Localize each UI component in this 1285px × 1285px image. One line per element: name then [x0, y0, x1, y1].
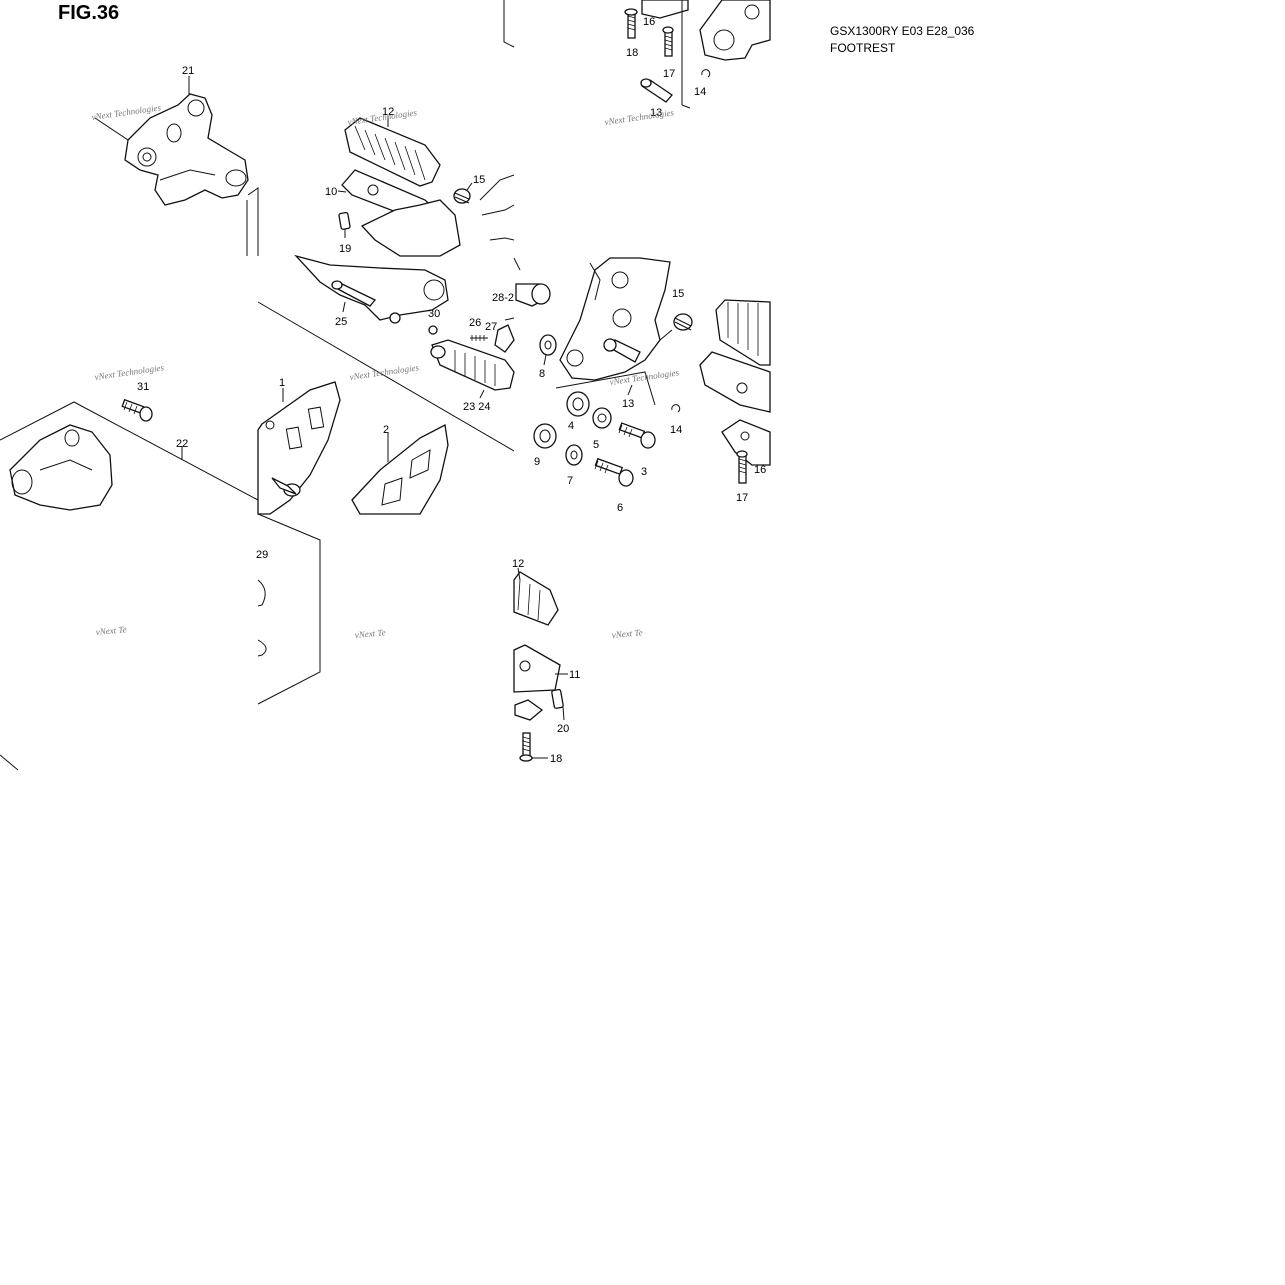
callout-28: 28-2 — [492, 292, 514, 304]
footrest-bracket-21 — [94, 93, 249, 206]
callout-3: 3 — [641, 466, 647, 478]
callout-17-mid: 17 — [736, 492, 748, 504]
bolt-6 — [594, 457, 634, 487]
callout-14-mid: 14 — [670, 424, 682, 436]
model-code: GSX1300RY E03 E28_036 — [830, 24, 975, 38]
callout-31: 31 — [137, 381, 149, 393]
callout-20: 20 — [557, 723, 569, 735]
watermark-text: vNext Technologies — [604, 107, 675, 127]
bolt-18-bottom — [519, 732, 533, 762]
callout-15-top: 15 — [473, 174, 485, 186]
callout-23-24: 23 24 — [463, 401, 491, 413]
section-name: FOOTREST — [830, 41, 896, 55]
tile-bottom-right: 12 11 20 18 vNext Te — [512, 558, 643, 765]
callout-18-top: 18 — [626, 47, 638, 59]
bushing-28 — [515, 283, 551, 307]
callout-1: 1 — [279, 377, 285, 389]
bolt-17-top — [662, 26, 674, 57]
figure-title: FIG.36 — [58, 2, 120, 24]
spring-15-mid — [659, 313, 693, 341]
callout-10: 10 — [325, 186, 337, 198]
rider-footrest-bracket — [559, 257, 671, 381]
tile-bottom-left: vNext Te — [0, 624, 127, 771]
tile-bottom-center: 29 vNext Te — [256, 513, 386, 705]
watermark-text: vNext Technologies — [349, 362, 420, 382]
footpeg-rubber-mid — [715, 299, 771, 366]
bolt-17-mid — [736, 450, 748, 484]
watermark-short: vNext Te — [95, 624, 127, 637]
tile-top-right: 18 16 17 13 14 vNext Technologies — [503, 0, 771, 127]
callout-5: 5 — [593, 439, 599, 451]
pin-19 — [338, 211, 351, 230]
tile-middle-right: 28-2 8 15 — [492, 257, 771, 514]
heel-guard-1 — [257, 381, 341, 515]
footpeg-rubber-12 — [344, 117, 441, 187]
callout-12-bottom: 12 — [512, 558, 524, 570]
callout-22: 22 — [176, 438, 188, 450]
callout-29: 29 — [256, 549, 268, 561]
callout-15-mid: 15 — [672, 288, 684, 300]
callout-11: 11 — [569, 669, 580, 681]
callout-16-mid: 16 — [754, 464, 766, 476]
tile-middle-left: 31 22 vNext Technologies — [0, 362, 259, 511]
tile-top-left: 21 vNext Technologies — [91, 65, 259, 256]
callout-12-top: 12 — [382, 106, 394, 118]
callout-8: 8 — [539, 368, 545, 380]
watermark-short: vNext Te — [611, 627, 643, 640]
callout-25: 25 — [335, 316, 347, 328]
callout-9: 9 — [534, 456, 540, 468]
callout-17-top: 17 — [663, 68, 675, 80]
callout-14-top: 14 — [694, 86, 706, 98]
callout-2: 2 — [383, 424, 389, 436]
callout-19: 19 — [339, 243, 351, 255]
rear-bracket-22 — [9, 424, 113, 511]
callout-21: 21 — [182, 65, 194, 77]
footpeg-plate-mid — [699, 351, 771, 413]
callout-13-mid: 13 — [622, 398, 634, 410]
callout-18-bottom: 18 — [550, 753, 562, 765]
callout-4: 4 — [568, 420, 574, 432]
bolt-31 — [121, 398, 153, 422]
bushing-4 — [566, 391, 590, 417]
bolt-3 — [618, 422, 656, 449]
callout-7: 7 — [567, 475, 573, 487]
watermark-short: vNext Te — [354, 627, 386, 640]
heel-guard-2 — [351, 424, 449, 515]
footpeg-23-24 — [430, 339, 515, 391]
tile-top-center: 12 10 15 19 vNext Technologies — [325, 106, 515, 257]
callout-30: 30 — [428, 308, 440, 320]
pin-25 — [331, 280, 377, 307]
tile-middle-center: 25 30 26 27 23 24 1 — [257, 254, 515, 515]
pin-20 — [551, 688, 564, 709]
shaft-13-top — [640, 78, 673, 103]
bushing-9 — [533, 423, 557, 449]
callout-26: 26 — [469, 317, 481, 329]
footpeg-plate-11 — [513, 644, 561, 693]
callout-13-top: 13 — [650, 107, 662, 119]
callout-6: 6 — [617, 502, 623, 514]
footpeg-rubber-12-bottom — [513, 571, 559, 626]
callout-27: 27 — [485, 321, 497, 333]
watermark-text: vNext Technologies — [94, 362, 165, 382]
callout-16-top: 16 — [643, 16, 655, 28]
spring-15-top — [453, 188, 471, 204]
bolt-18-top — [624, 8, 638, 39]
